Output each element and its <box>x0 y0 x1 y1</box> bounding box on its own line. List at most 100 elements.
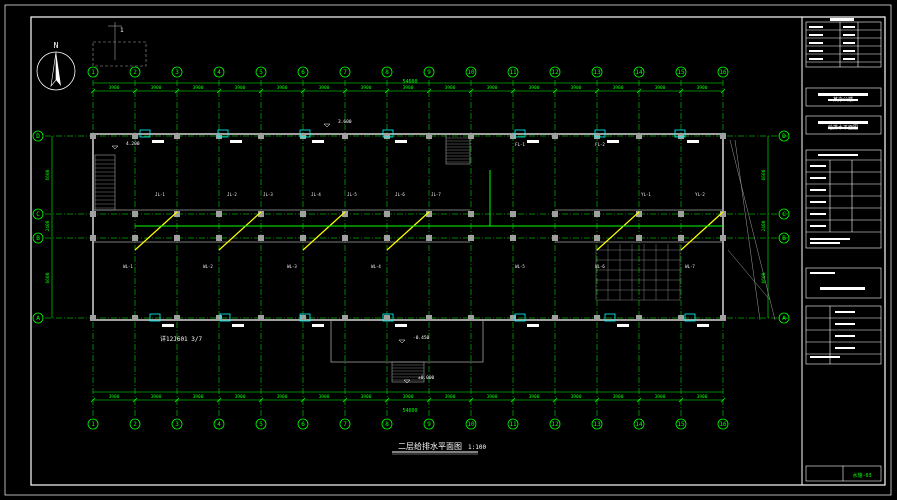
level-mark-value: -0.450 <box>413 335 430 341</box>
structural-column <box>174 133 180 139</box>
pipe-tag: WL-7 <box>685 264 695 269</box>
axis-bubble <box>675 66 687 78</box>
structural-column <box>426 211 432 217</box>
fixture-tag <box>232 324 244 327</box>
structural-column <box>300 235 306 241</box>
level-mark-icon <box>323 123 331 128</box>
structural-column <box>300 211 306 217</box>
axis-label-D: D <box>782 133 786 140</box>
bay-dimension: 3900 <box>235 85 246 91</box>
structural-column <box>510 315 516 321</box>
vertical-dimension: 6600 <box>761 272 767 283</box>
structural-column <box>174 211 180 217</box>
axis-label-15: 15 <box>677 69 685 76</box>
fixture-tag <box>607 140 619 143</box>
axis-bubble <box>171 66 183 78</box>
pipe-tag: JL-7 <box>431 192 441 197</box>
structural-column <box>510 133 516 139</box>
bay-dimension: 3900 <box>193 394 204 400</box>
structural-column <box>258 133 264 139</box>
fixture-tag <box>527 140 539 143</box>
axis-bubble <box>32 312 44 324</box>
fixture-icon <box>674 129 686 138</box>
axis-bubble <box>633 66 645 78</box>
structural-column <box>132 211 138 217</box>
fixture-tag <box>617 324 629 327</box>
structural-column <box>384 211 390 217</box>
axis-label-4: 4 <box>217 421 221 428</box>
fixture-icon <box>299 313 311 322</box>
axis-label-8: 8 <box>385 69 389 76</box>
axis-label-2: 2 <box>133 69 137 76</box>
downpipe-line <box>729 139 776 321</box>
bay-dimension: 3900 <box>655 394 666 400</box>
bay-dimension: 3900 <box>319 85 330 91</box>
axis-bubble <box>129 66 141 78</box>
dimension-tick <box>468 88 474 94</box>
fixture-icon <box>382 313 394 322</box>
fixture-icon <box>514 313 526 322</box>
fixture-icon <box>514 129 526 138</box>
bay-dimension: 3900 <box>655 85 666 91</box>
structural-column <box>258 211 264 217</box>
bay-dimension: 3900 <box>277 85 288 91</box>
structural-column <box>342 315 348 321</box>
structural-column <box>468 235 474 241</box>
axis-label-11: 11 <box>509 421 517 428</box>
drain-pipe <box>302 211 346 251</box>
exterior-wall <box>92 133 724 321</box>
structural-column <box>216 133 222 139</box>
bay-dimension: 3900 <box>403 85 414 91</box>
axis-bubble <box>32 232 44 244</box>
drain-pipe <box>218 211 262 251</box>
bay-dimension: 3900 <box>151 85 162 91</box>
dimension-tick <box>300 88 306 94</box>
axis-bubble <box>297 418 309 430</box>
dimension-tick <box>342 88 348 94</box>
axis-label-14: 14 <box>635 69 643 76</box>
dimension-tick <box>468 397 474 403</box>
dimension-tick <box>384 397 390 403</box>
structural-column <box>90 235 96 241</box>
bay-dimension: 3900 <box>235 394 246 400</box>
dimension-tick <box>90 88 96 94</box>
pipe-tag: FL-1 <box>515 142 525 147</box>
total-dimension-top: 54600 <box>402 79 417 85</box>
structural-column <box>384 235 390 241</box>
fixture-icon <box>149 313 161 322</box>
drain-pipe <box>596 211 640 251</box>
axis-label-12: 12 <box>551 421 559 428</box>
axis-bubble <box>87 66 99 78</box>
axis-label-16: 16 <box>719 421 727 428</box>
vertical-dimension: 6600 <box>761 169 767 180</box>
bay-dimension: 3900 <box>361 85 372 91</box>
axis-bubble <box>778 312 790 324</box>
dimension-tick <box>636 397 642 403</box>
dimension-tick <box>510 397 516 403</box>
axis-label-15: 15 <box>677 421 685 428</box>
fixture-tag <box>395 140 407 143</box>
axis-bubble <box>339 418 351 430</box>
structural-column <box>384 133 390 139</box>
axis-bubble <box>549 418 561 430</box>
structural-column <box>90 133 96 139</box>
bay-dimension: 3900 <box>487 394 498 400</box>
dimension-tick <box>90 397 96 403</box>
dimension-tick <box>594 397 600 403</box>
structural-column <box>258 235 264 241</box>
axis-label-9: 9 <box>427 421 431 428</box>
axis-label-7: 7 <box>343 421 347 428</box>
bay-dimension: 3900 <box>529 85 540 91</box>
axis-label-16: 16 <box>719 69 727 76</box>
dimension-tick <box>720 88 726 94</box>
bay-dimension: 3900 <box>403 394 414 400</box>
axis-bubble <box>87 418 99 430</box>
structural-column <box>132 133 138 139</box>
detail-note: 详12J601 3/7 <box>160 335 203 343</box>
axis-bubble <box>255 66 267 78</box>
axis-label-1: 1 <box>91 69 95 76</box>
level-mark-value: ±0.000 <box>418 375 435 381</box>
axis-label-10: 10 <box>467 69 475 76</box>
axis-label-3: 3 <box>175 421 179 428</box>
axis-label-2: 2 <box>133 421 137 428</box>
